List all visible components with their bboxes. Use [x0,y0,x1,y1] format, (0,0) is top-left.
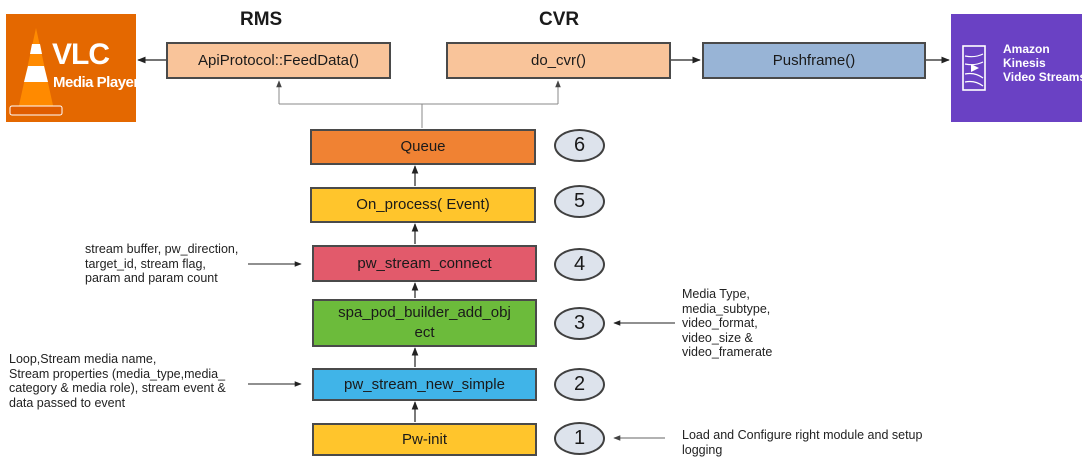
note-step3-line: Media Type, [682,287,750,301]
kinesis-logo-text-1: Amazon [1003,42,1050,56]
note-step2-line: data passed to event [9,395,126,410]
note-step3-line: media_subtype, [682,301,771,316]
note-step2-line: Stream properties (media_type,media_ [9,366,226,381]
kinesis-logo-text-3: Video Streams [1003,70,1082,84]
vlc-cone-icon [9,28,63,116]
step-circle-5: 5 [554,185,605,218]
note-step3-line: video_framerate [682,345,773,359]
note-step1-line: logging [682,442,723,457]
step-circle-6: 6 [554,129,605,162]
note-step4-line: target_id, stream flag, [85,256,206,271]
vlc-logo: VLC Media Player [6,14,136,122]
pw-init-box: Pw-init [312,423,537,456]
note-step2: Loop,Stream media name, Stream propertie… [9,352,226,410]
pushframe-box: Pushframe() [702,42,926,79]
note-step3-line: video_size & [682,330,753,345]
queue-box: Queue [310,129,536,165]
pod-builder-box: spa_pod_builder_add_obj ect [312,299,537,347]
note-step2-line: category & media role), stream event & [9,381,226,395]
rms-header: RMS [240,9,283,30]
note-step2-line: Loop,Stream media name, [9,352,157,366]
cvr-header: CVR [539,9,580,30]
note-step1-line: Load and Configure right module and setu… [682,428,923,442]
kinesis-icon [962,45,986,91]
step-circle-4: 4 [554,248,605,281]
note-step1: Load and Configure right module and setu… [682,428,922,457]
kinesis-logo-text-2: Kinesis [1003,56,1046,70]
kinesis-logo: Amazon Kinesis Video Streams [951,14,1082,122]
new-simple-box: pw_stream_new_simple [312,368,537,401]
note-step4: stream buffer, pw_direction, target_id, … [85,242,238,286]
stream-connect-box: pw_stream_connect [312,245,537,282]
pod-builder-label-1: spa_pod_builder_add_obj [338,304,511,321]
note-step4-line: param and param count [85,271,218,285]
vlc-logo-subtext: Media Player [53,74,136,91]
note-step3-line: video_format, [682,316,758,330]
note-step3: Media Type, media_subtype, video_format,… [682,287,772,360]
step-circle-3: 3 [554,307,605,340]
note-step4-line: stream buffer, pw_direction, [85,242,239,256]
do-cvr-box: do_cvr() [446,42,671,79]
on-process-box: On_process( Event) [310,187,536,223]
pod-builder-label-2: ect [414,324,435,341]
feed-data-box: ApiProtocol::FeedData() [166,42,391,79]
step-circle-2: 2 [554,368,605,401]
vlc-logo-text: VLC [52,38,110,71]
step-circle-1: 1 [554,422,605,455]
